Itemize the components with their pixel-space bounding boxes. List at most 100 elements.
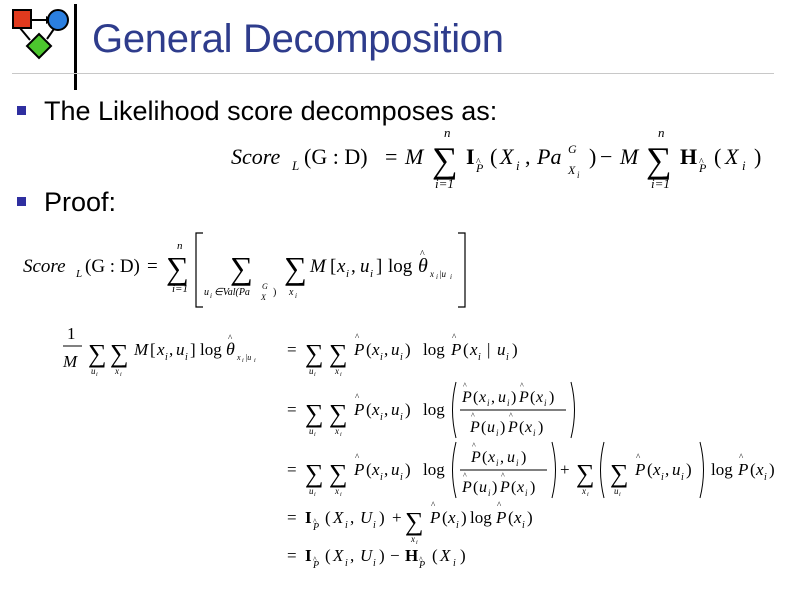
svg-text:P: P [470, 449, 481, 466]
svg-text:∑: ∑ [432, 140, 458, 180]
svg-text:x: x [336, 256, 346, 277]
svg-text:log: log [423, 460, 445, 479]
svg-text:i: i [340, 432, 342, 438]
svg-text:,: , [350, 508, 354, 527]
svg-text:^: ^ [313, 517, 317, 526]
svg-text:u: u [360, 256, 370, 277]
svg-text:i: i [496, 428, 499, 438]
svg-text:): ) [379, 508, 385, 527]
svg-text:i: i [210, 292, 212, 300]
svg-text:u: u [176, 340, 185, 359]
svg-text:): ) [492, 479, 497, 496]
svg-text:(: ( [325, 508, 331, 527]
svg-text:∑: ∑ [329, 459, 348, 488]
svg-text:x: x [535, 389, 543, 406]
svg-text:(: ( [490, 144, 497, 169]
svg-text:x: x [487, 449, 495, 466]
svg-text:^: ^ [420, 249, 425, 260]
svg-text:∑: ∑ [88, 339, 107, 368]
svg-text:M: M [133, 340, 149, 359]
svg-text:log: log [470, 508, 492, 527]
svg-text:): ) [521, 449, 526, 466]
svg-text:u: u [391, 340, 400, 359]
svg-text:(G : D): (G : D) [304, 144, 368, 169]
svg-text:^: ^ [636, 452, 641, 462]
svg-text:P: P [495, 508, 506, 527]
svg-text:u: u [487, 419, 495, 436]
svg-text:∈Val(Pa: ∈Val(Pa [214, 287, 250, 298]
svg-text:,: , [169, 340, 173, 359]
svg-text:): ) [460, 546, 466, 565]
svg-text:P: P [450, 340, 461, 359]
svg-text:L: L [291, 158, 299, 173]
svg-text:i: i [346, 268, 349, 280]
svg-text:P: P [698, 161, 707, 175]
svg-text:P: P [461, 389, 472, 406]
svg-text:i: i [96, 372, 98, 378]
svg-text:=: = [147, 256, 158, 277]
svg-text:i: i [522, 520, 525, 531]
svg-text:=: = [385, 144, 397, 169]
svg-text:^: ^ [463, 471, 467, 480]
svg-text:P: P [499, 479, 510, 496]
slide-title: General Decomposition [92, 17, 504, 61]
svg-text:log: log [388, 256, 413, 277]
svg-text:u: u [497, 340, 506, 359]
svg-text:): ) [589, 144, 596, 169]
svg-text:G: G [568, 142, 577, 156]
svg-text:,: , [350, 546, 354, 565]
svg-text:i: i [507, 398, 510, 408]
svg-text:|u: |u [245, 353, 251, 362]
svg-text:^: ^ [520, 381, 524, 390]
svg-text:u: u [309, 426, 314, 436]
svg-text:x: x [288, 287, 294, 298]
svg-text:∑: ∑ [305, 459, 324, 488]
svg-text:i: i [400, 352, 403, 363]
svg-text:i=1: i=1 [172, 283, 188, 295]
svg-text:(: ( [647, 460, 653, 479]
svg-text:): ) [769, 460, 775, 479]
svg-text:i: i [340, 492, 342, 498]
svg-text:=: = [287, 546, 297, 565]
svg-text:i: i [681, 472, 684, 483]
svg-text:M: M [62, 352, 78, 371]
svg-text:U: U [360, 508, 374, 527]
svg-text:Score: Score [23, 256, 66, 277]
svg-text:P: P [312, 522, 319, 533]
svg-text:∑: ∑ [305, 339, 324, 368]
svg-text:log: log [423, 340, 445, 359]
svg-text:i: i [450, 273, 452, 281]
svg-text:(: ( [432, 546, 438, 565]
svg-text:i: i [185, 352, 188, 363]
svg-text:θ: θ [418, 255, 428, 277]
svg-text:P: P [353, 340, 364, 359]
svg-text:x: x [156, 340, 165, 359]
svg-text:∑: ∑ [230, 250, 253, 286]
svg-text:^: ^ [739, 452, 744, 462]
svg-text:u: u [479, 479, 487, 496]
svg-text:P: P [507, 419, 518, 436]
svg-text:x: x [652, 460, 661, 479]
svg-text:u: u [672, 460, 681, 479]
svg-text:∑: ∑ [110, 339, 129, 368]
svg-text:x: x [581, 486, 586, 496]
svg-text:^: ^ [355, 332, 360, 342]
svg-text:x: x [478, 389, 486, 406]
svg-text:P: P [518, 389, 529, 406]
svg-text:|u: |u [439, 269, 446, 279]
svg-text:): ) [273, 287, 276, 298]
svg-text:x: x [371, 460, 380, 479]
svg-text:]: ] [190, 340, 196, 359]
svg-text:n: n [177, 240, 183, 252]
svg-text:(: ( [366, 340, 372, 359]
svg-text:u: u [309, 366, 314, 376]
svg-text:): ) [511, 389, 516, 406]
svg-text:x: x [513, 508, 522, 527]
svg-text:x: x [524, 419, 532, 436]
svg-text:(: ( [463, 340, 469, 359]
svg-text:i: i [478, 352, 481, 363]
svg-text:i: i [345, 558, 348, 569]
svg-text:(G : D): (G : D) [85, 256, 140, 277]
svg-text:x: x [755, 460, 764, 479]
